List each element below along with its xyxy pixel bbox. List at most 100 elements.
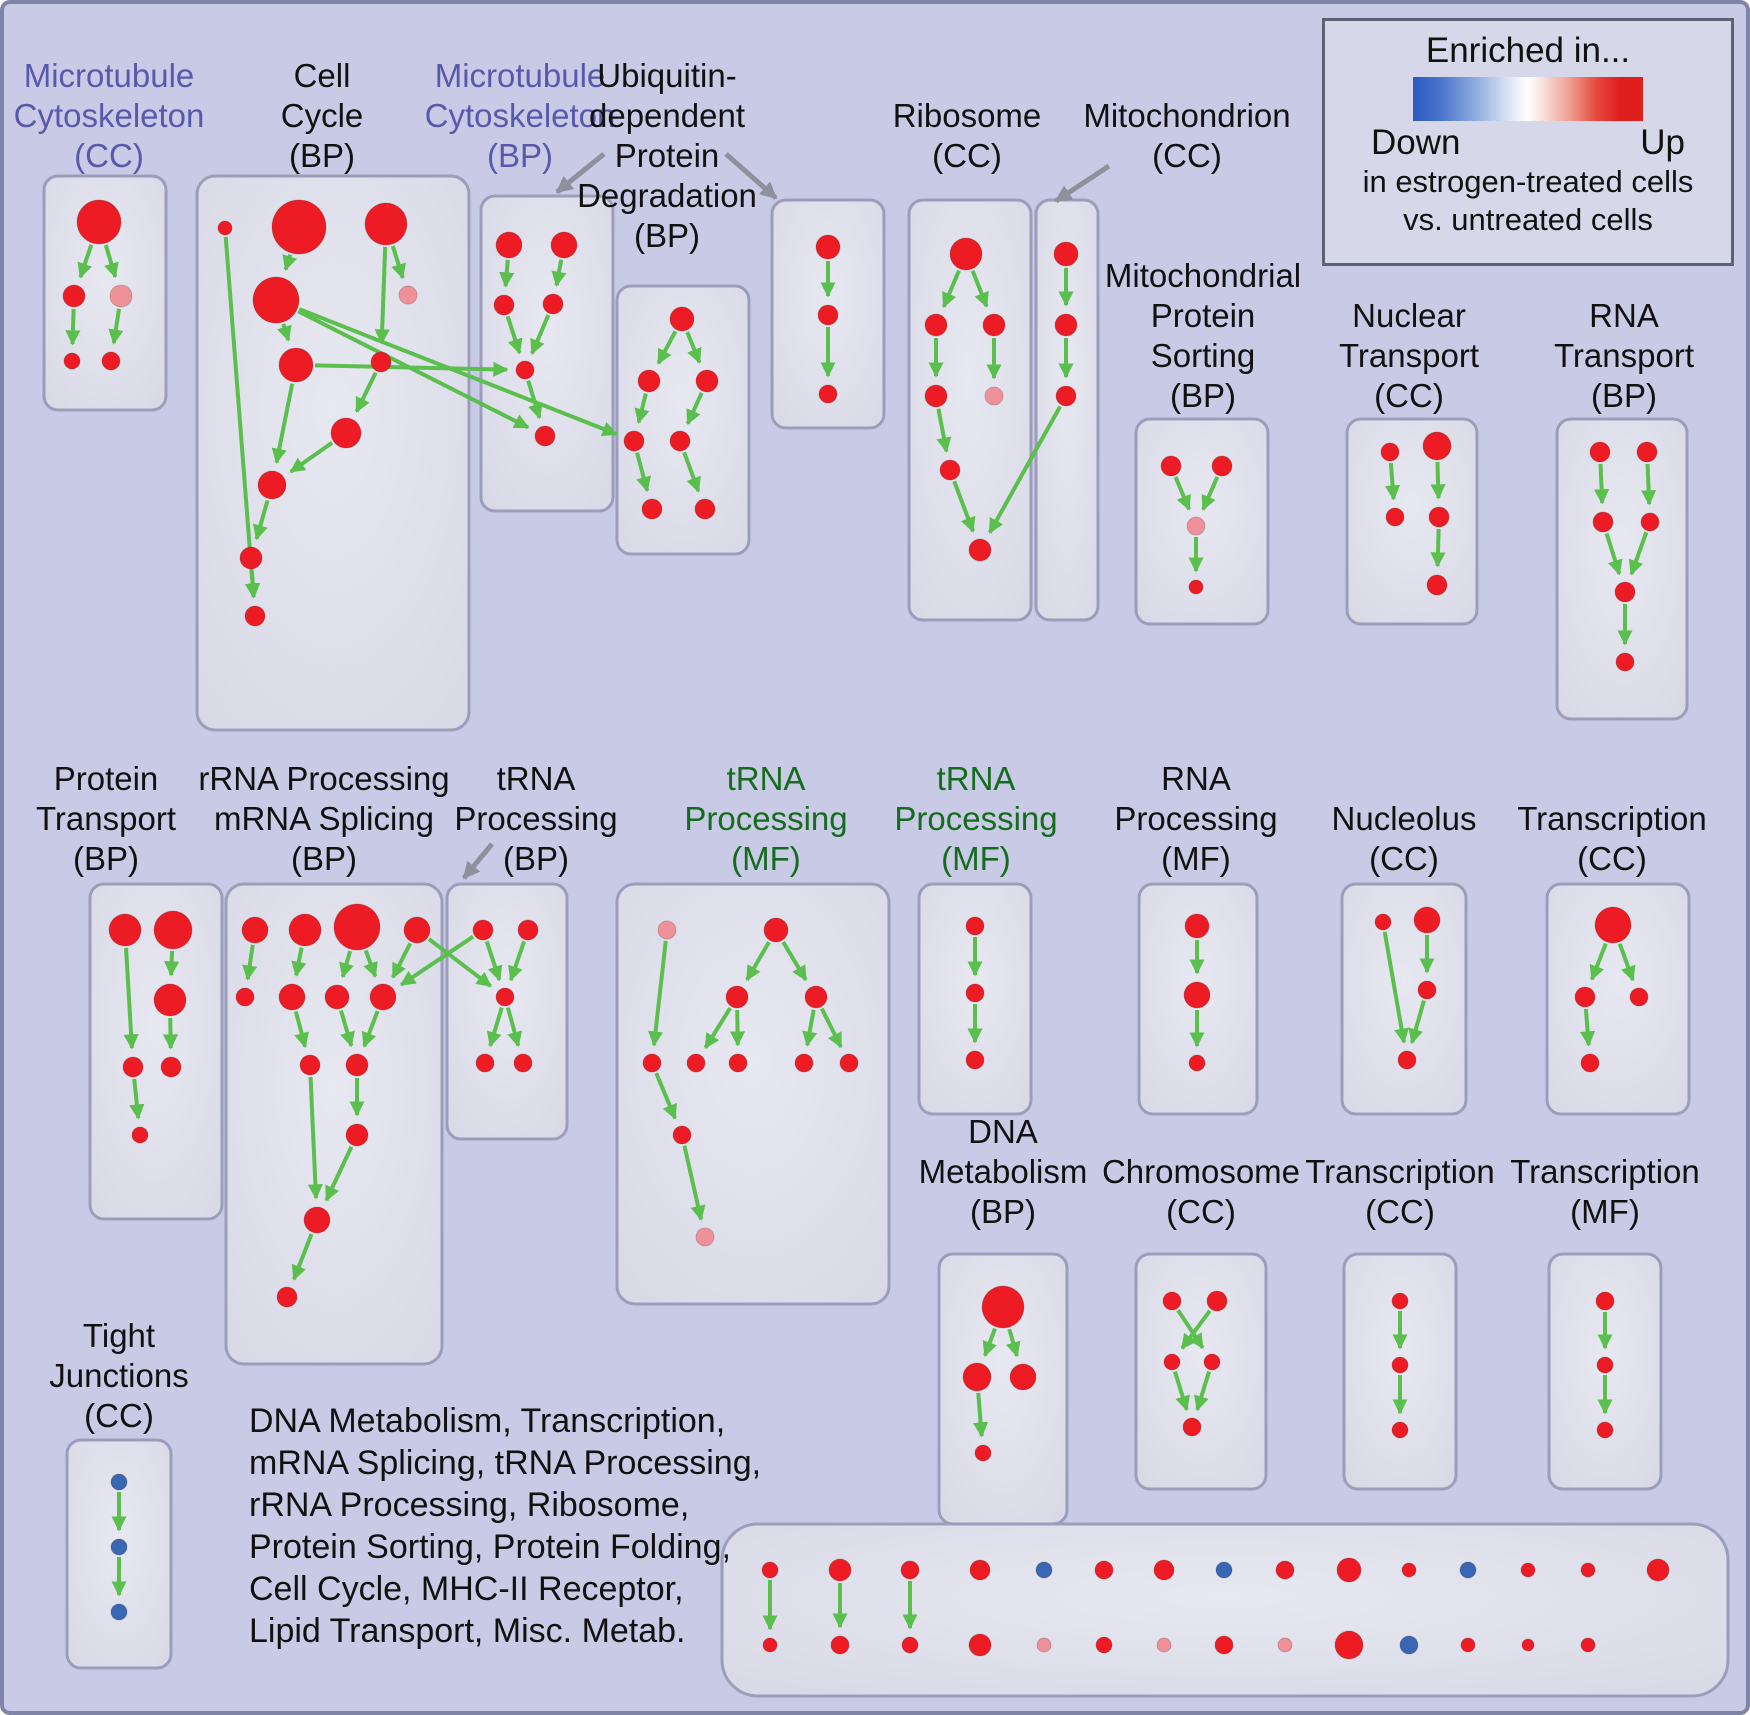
edge-l4-m3	[427, 937, 492, 988]
cluster-box-nuclear-transport	[1345, 417, 1479, 626]
edge-j3-j5	[1604, 532, 1623, 576]
edge-t2-t3	[1180, 1309, 1212, 1350]
edge-b9-b10	[253, 499, 270, 541]
edge-d5-d7	[682, 451, 701, 493]
edge-b7-b8	[354, 371, 378, 413]
go-term-node-l12	[303, 1206, 331, 1234]
go-term-node-x15t	[1646, 1558, 1670, 1582]
edge-d4-d6	[635, 452, 651, 493]
go-term-node-g2	[1054, 313, 1078, 337]
go-term-node-d4	[623, 430, 645, 452]
go-term-node-o3	[965, 1050, 985, 1070]
go-term-node-x10t	[1336, 1557, 1362, 1583]
edge-n4-n8	[802, 1009, 818, 1047]
legend-up-label: Up	[1640, 123, 1685, 162]
edge-n2-n3	[745, 941, 771, 982]
edge-f4-f6	[936, 408, 952, 453]
cluster-box-transcription-cc-1	[1545, 882, 1691, 1116]
label-pointer-arrow-3	[462, 842, 494, 880]
edge-m2-m3	[508, 940, 526, 982]
edge-l1-l5	[242, 944, 258, 981]
edge-b1-b11	[223, 236, 261, 599]
edge-i1-i3	[1384, 462, 1401, 501]
edge-c1-c3	[499, 259, 515, 288]
go-term-node-a4	[63, 352, 81, 370]
go-term-node-x2t	[828, 1558, 852, 1582]
go-term-node-l2	[288, 913, 322, 947]
go-term-node-x6t	[1094, 1560, 1114, 1580]
edge-l12-l13	[291, 1233, 314, 1281]
edge-n1-n5	[647, 940, 668, 1047]
cluster-box-nucleolus	[1340, 882, 1468, 1116]
go-term-node-u3	[1391, 1421, 1409, 1439]
go-term-node-x10b	[1334, 1630, 1364, 1660]
go-term-node-o2	[965, 983, 985, 1003]
edge-b4-d4	[298, 307, 618, 437]
go-term-node-k3	[153, 983, 187, 1017]
go-term-node-x13b	[1521, 1638, 1535, 1652]
go-term-node-n7	[728, 1053, 748, 1073]
edge-s2-s4	[973, 1392, 989, 1438]
go-term-node-r4	[1580, 1053, 1600, 1073]
go-term-node-f1	[949, 237, 983, 271]
go-term-node-u2	[1391, 1356, 1409, 1374]
edge-i4-i5	[1430, 528, 1446, 568]
cluster-box-cell-cycle	[195, 174, 471, 732]
go-term-node-f4	[924, 384, 948, 408]
go-term-node-l1	[241, 916, 269, 944]
edge-b4-b6	[277, 323, 292, 342]
edge-l6-l9	[293, 1010, 309, 1049]
go-term-node-p3	[1188, 1054, 1206, 1072]
go-term-node-t5	[1182, 1417, 1202, 1437]
go-term-node-l3	[333, 903, 381, 951]
go-term-node-x5t	[1035, 1561, 1053, 1579]
go-term-node-m2	[517, 919, 539, 941]
go-term-node-d2	[637, 369, 661, 393]
go-term-node-i3	[1385, 507, 1405, 527]
edge-n4-n9	[820, 1007, 843, 1049]
go-term-node-x4b	[968, 1633, 992, 1657]
edge-l3-l7	[339, 950, 354, 979]
edge-s1-s2	[982, 1327, 997, 1357]
label-pointer-arrow-2	[1054, 163, 1111, 204]
go-term-node-n6	[686, 1053, 706, 1073]
go-term-node-d5	[669, 430, 691, 452]
go-term-node-u1	[1391, 1292, 1409, 1310]
legend-subtitle-line1: in estrogen-treated cells	[1362, 164, 1694, 199]
go-term-node-c6	[534, 425, 556, 447]
edge-d2-d4	[634, 393, 650, 425]
go-term-node-g3	[1055, 385, 1077, 407]
go-term-node-x1t	[761, 1561, 779, 1579]
go-term-node-l8	[369, 983, 397, 1011]
go-term-node-b1	[217, 220, 233, 236]
edge-m1-l8	[400, 935, 475, 987]
go-term-node-k1	[108, 913, 142, 947]
go-term-node-n5	[642, 1053, 662, 1073]
edge-t1-t4	[1176, 1309, 1205, 1350]
go-term-node-v1	[1595, 1291, 1615, 1311]
go-term-node-x12t	[1459, 1561, 1477, 1579]
go-term-node-j4	[1640, 512, 1660, 532]
go-term-node-x14b	[1580, 1637, 1596, 1653]
go-term-node-c4	[542, 293, 564, 315]
edge-k1-k4	[123, 947, 139, 1050]
cluster-box-rrna-mrna	[224, 882, 444, 1366]
go-term-node-a5	[101, 351, 121, 371]
edge-g3-f7	[988, 405, 1062, 534]
go-term-node-x11t	[1401, 1562, 1417, 1578]
go-term-node-l11	[345, 1123, 369, 1147]
go-term-node-s1	[981, 1285, 1025, 1329]
go-term-node-x8t	[1215, 1561, 1233, 1579]
edge-c2-c4	[551, 259, 567, 287]
color-legend: Enriched in... Down Up in estrogen-treat…	[1322, 18, 1734, 266]
go-term-node-l6	[278, 983, 306, 1011]
edge-b6-c5	[314, 361, 509, 377]
go-term-node-c3	[493, 294, 515, 316]
go-term-node-k6	[131, 1126, 149, 1144]
go-term-node-q4	[1397, 1050, 1417, 1070]
edge-n3-n6	[703, 1006, 732, 1050]
go-term-node-x3t	[900, 1560, 920, 1580]
cluster-box-protein-transport	[88, 882, 224, 1221]
go-term-node-b10	[239, 546, 263, 570]
network-diagram	[42, 152, 1730, 1698]
